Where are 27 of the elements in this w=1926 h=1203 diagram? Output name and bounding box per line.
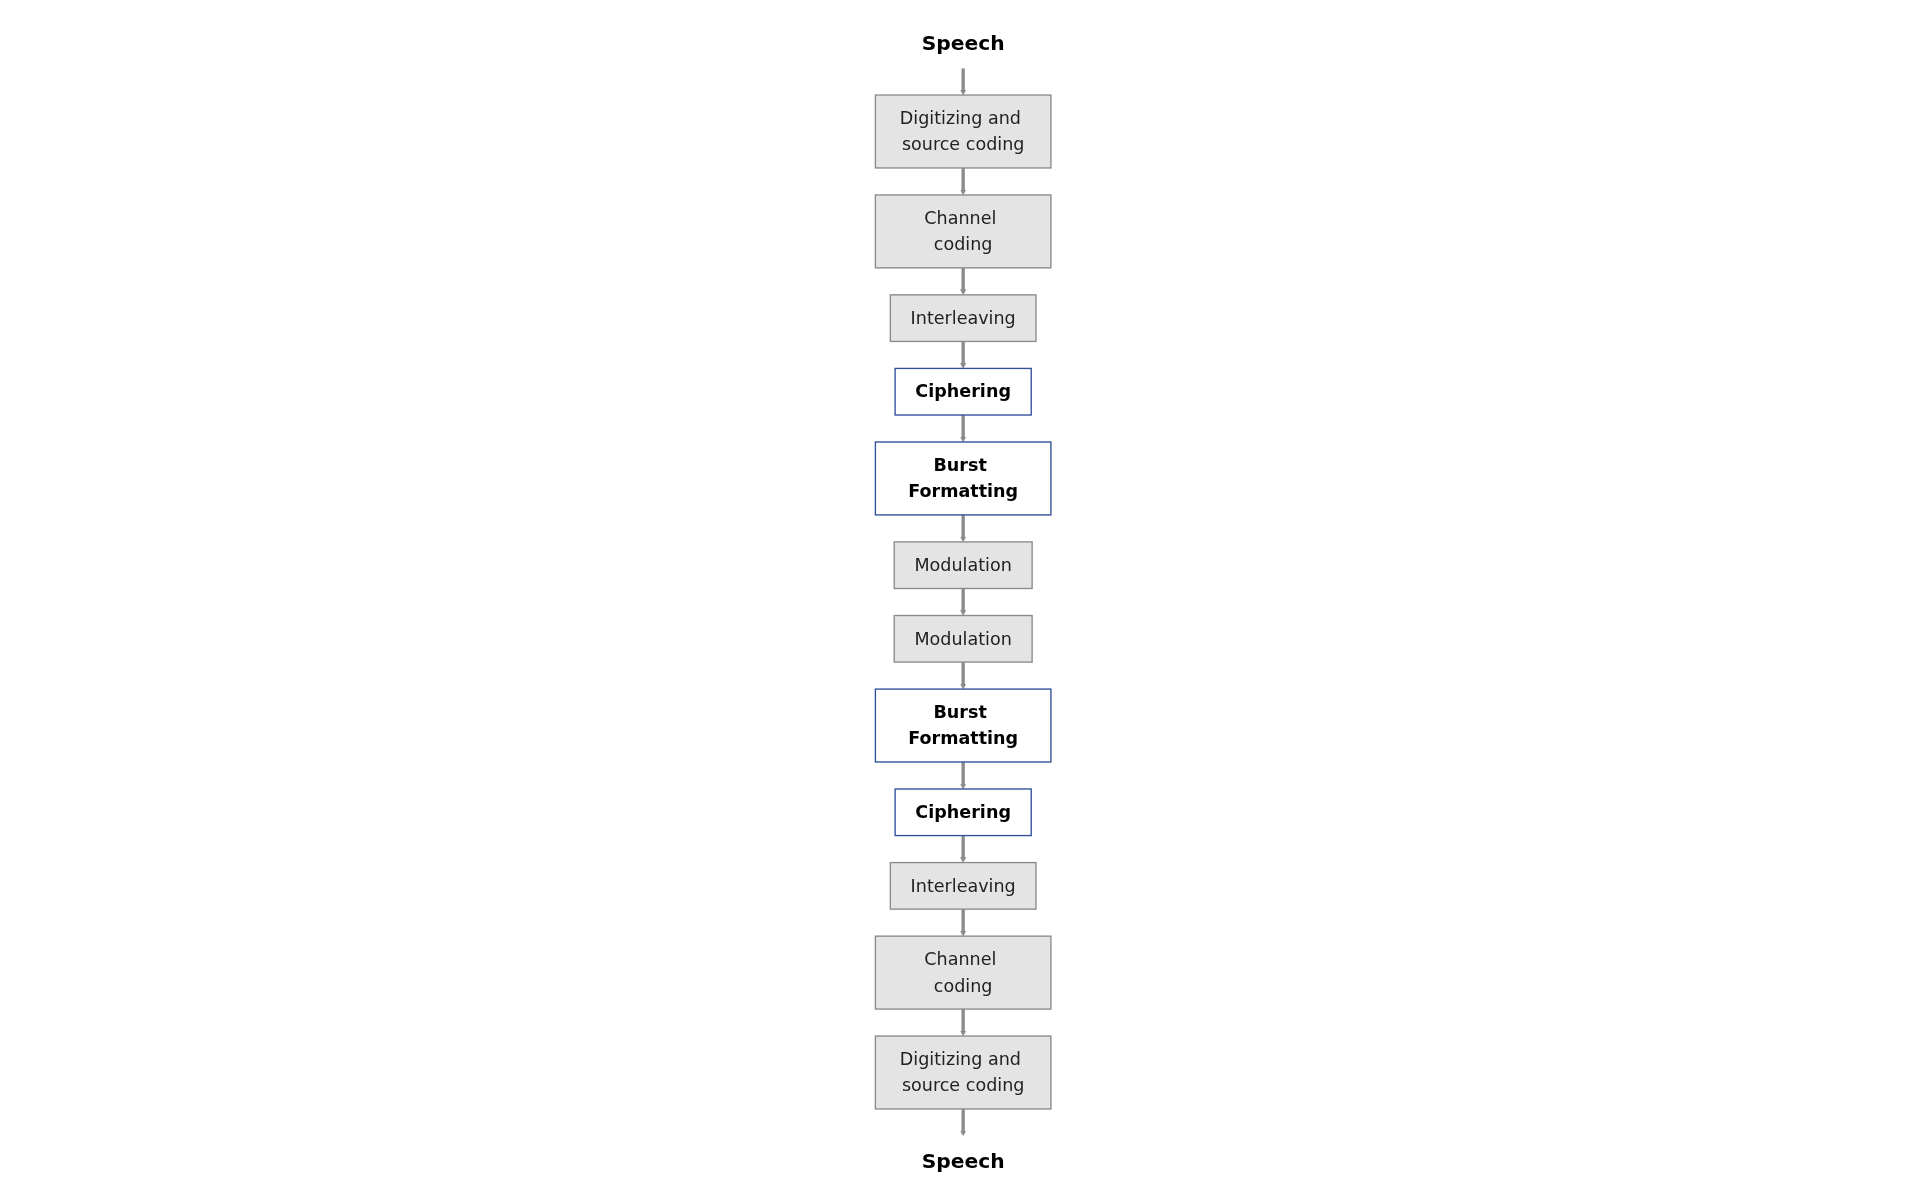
- arrow: [960, 514, 966, 542]
- arrow: [960, 661, 966, 689]
- node-box: Channel coding: [874, 193, 1052, 269]
- node-box: Ciphering: [894, 367, 1032, 416]
- arrow: [960, 267, 966, 295]
- node-box: Interleaving: [889, 861, 1037, 910]
- arrow: [960, 414, 966, 442]
- node-box: Interleaving: [889, 293, 1037, 342]
- node-box: Modulation: [893, 540, 1033, 589]
- arrow: [960, 1108, 966, 1136]
- node-box: Burst Formatting: [874, 687, 1052, 763]
- arrow: [960, 1008, 966, 1036]
- node-box: Digitizing and source coding: [874, 93, 1052, 169]
- arrow: [960, 761, 966, 789]
- arrow: [960, 588, 966, 616]
- node-text: Speech: [921, 1148, 1005, 1173]
- arrow: [960, 835, 966, 863]
- arrow: [960, 908, 966, 936]
- node-box: Modulation: [893, 614, 1033, 663]
- node-box: Burst Formatting: [874, 440, 1052, 516]
- arrow: [960, 167, 966, 195]
- arrow: [960, 67, 966, 95]
- node-box: Channel coding: [874, 934, 1052, 1010]
- node-text: Speech: [921, 30, 1005, 55]
- node-box: Ciphering: [894, 787, 1032, 836]
- node-box: Digitizing and source coding: [874, 1034, 1052, 1110]
- arrow: [960, 340, 966, 369]
